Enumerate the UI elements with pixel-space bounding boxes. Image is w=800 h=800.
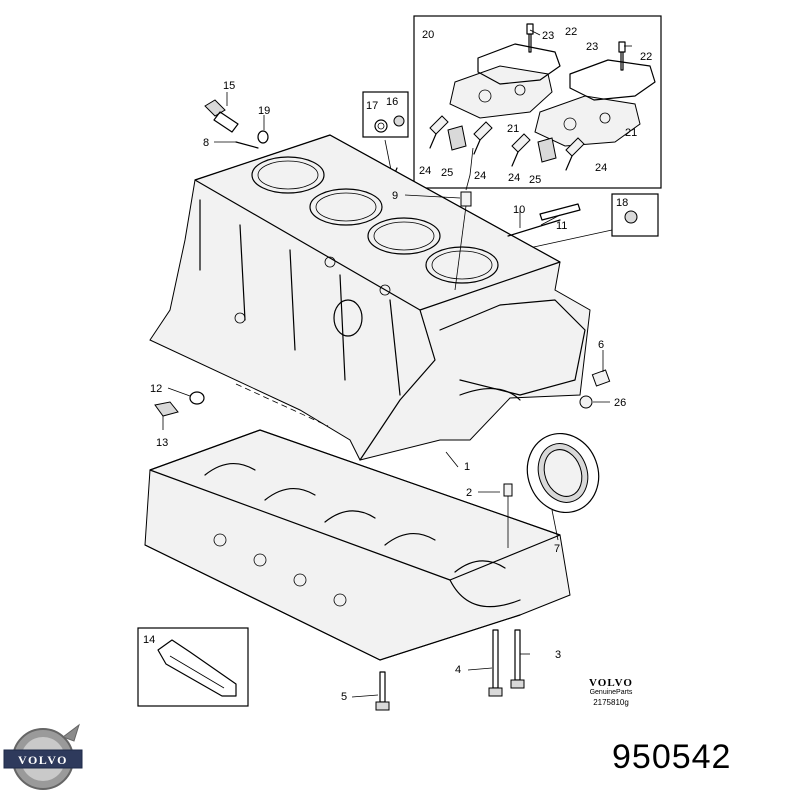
callout-25-a: 25 xyxy=(441,167,453,179)
callout-labels: 1 2 3 4 5 6 7 8 9 10 11 12 13 14 15 16 1… xyxy=(143,26,652,703)
drawing-code: 2175810g xyxy=(593,698,629,707)
callout-22-left: 22 xyxy=(565,26,577,38)
callout-11: 11 xyxy=(556,220,567,232)
callout-1: 1 xyxy=(464,461,470,473)
part-number: 950542 xyxy=(612,738,732,776)
callout-18: 18 xyxy=(616,197,628,209)
callout-8: 8 xyxy=(203,137,209,149)
callout-24-a: 24 xyxy=(419,165,431,177)
callout-24-b: 24 xyxy=(474,170,486,182)
callout-24-c: 24 xyxy=(508,172,520,184)
callout-9: 9 xyxy=(392,190,398,202)
callout-21-left: 21 xyxy=(507,123,519,135)
crankshaft-seal xyxy=(526,432,600,514)
volvo-logo-text: VOLVO xyxy=(18,753,68,767)
callout-26: 26 xyxy=(614,397,626,409)
alignment-dashed-line xyxy=(235,383,329,427)
inset-box-plug-18 xyxy=(519,193,659,251)
cylinder-block xyxy=(149,134,591,461)
callout-2: 2 xyxy=(466,487,472,499)
small-parts xyxy=(154,99,611,711)
callout-10: 10 xyxy=(513,204,525,216)
inset-box-seal-17-16 xyxy=(362,91,409,181)
callout-23-right: 23 xyxy=(586,41,598,53)
volvo-logo: VOLVO xyxy=(3,723,83,790)
callout-12: 12 xyxy=(150,383,162,395)
inset-box-gasket-14 xyxy=(137,627,249,707)
callout-21-right: 21 xyxy=(625,127,637,139)
callout-16: 16 xyxy=(386,96,398,108)
callout-6: 6 xyxy=(598,339,604,351)
callout-22-right: 22 xyxy=(640,51,652,63)
genuine-parts-label: GenuineParts xyxy=(589,689,633,696)
callout-13: 13 xyxy=(156,437,168,449)
callout-7: 7 xyxy=(554,543,560,555)
callout-24-d: 24 xyxy=(595,162,607,174)
leader-lines xyxy=(162,29,632,698)
callout-15: 15 xyxy=(223,80,235,92)
inset-box-camshaft-caps xyxy=(413,15,662,189)
callout-17: 17 xyxy=(366,100,378,112)
brand-block: VOLVO GenuineParts 2175810g xyxy=(566,677,656,707)
callout-25-b: 25 xyxy=(529,174,541,186)
callout-5: 5 xyxy=(341,691,347,703)
brand-wordmark: VOLVO xyxy=(589,677,633,689)
lower-crankcase xyxy=(144,429,571,661)
callout-14: 14 xyxy=(143,634,155,646)
callout-4: 4 xyxy=(455,664,461,676)
callout-19: 19 xyxy=(258,105,270,117)
callout-3: 3 xyxy=(555,649,561,661)
callout-23-left: 23 xyxy=(542,30,554,42)
callout-20: 20 xyxy=(422,29,434,41)
